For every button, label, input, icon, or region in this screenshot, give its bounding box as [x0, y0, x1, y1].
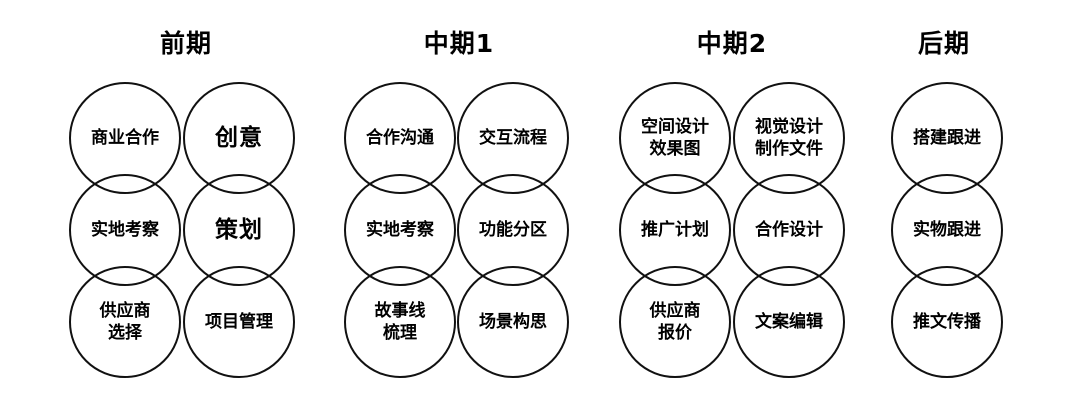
phase-title-mid2: 中期2 — [696, 29, 768, 58]
item-circle: 文案编辑 — [733, 266, 845, 378]
item-label: 实地考察 — [366, 220, 434, 240]
item-circle: 推文传播 — [891, 266, 1003, 378]
item-label: 合作设计 — [755, 220, 823, 240]
item-label: 故事线 梳理 — [374, 301, 426, 343]
item-label: 创意 — [215, 125, 263, 151]
phase-title-late: 后期 — [917, 29, 971, 58]
item-circle: 项目管理 — [183, 266, 295, 378]
item-label: 实地考察 — [91, 220, 159, 240]
item-label: 场景构思 — [479, 312, 547, 332]
item-label: 策划 — [215, 217, 263, 243]
item-label: 搭建跟进 — [913, 128, 981, 148]
item-circle: 场景构思 — [457, 266, 569, 378]
item-label: 空间设计 效果图 — [641, 117, 709, 159]
item-label: 推广计划 — [641, 220, 709, 240]
item-label: 文案编辑 — [755, 312, 823, 332]
item-label: 推文传播 — [913, 312, 981, 332]
item-label: 功能分区 — [479, 220, 547, 240]
item-label: 商业合作 — [91, 128, 159, 148]
item-circle: 故事线 梳理 — [344, 266, 456, 378]
item-circle: 供应商 报价 — [619, 266, 731, 378]
item-circle: 供应商 选择 — [69, 266, 181, 378]
item-label: 供应商 报价 — [649, 301, 701, 343]
phase-title-mid1: 中期1 — [423, 29, 495, 58]
item-label: 视觉设计 制作文件 — [755, 117, 823, 159]
item-label: 项目管理 — [205, 312, 273, 332]
item-label: 交互流程 — [479, 128, 547, 148]
item-label: 供应商 选择 — [99, 301, 151, 343]
item-label: 合作沟通 — [366, 128, 434, 148]
phase-title-early: 前期 — [159, 29, 213, 58]
item-label: 实物跟进 — [913, 220, 981, 240]
